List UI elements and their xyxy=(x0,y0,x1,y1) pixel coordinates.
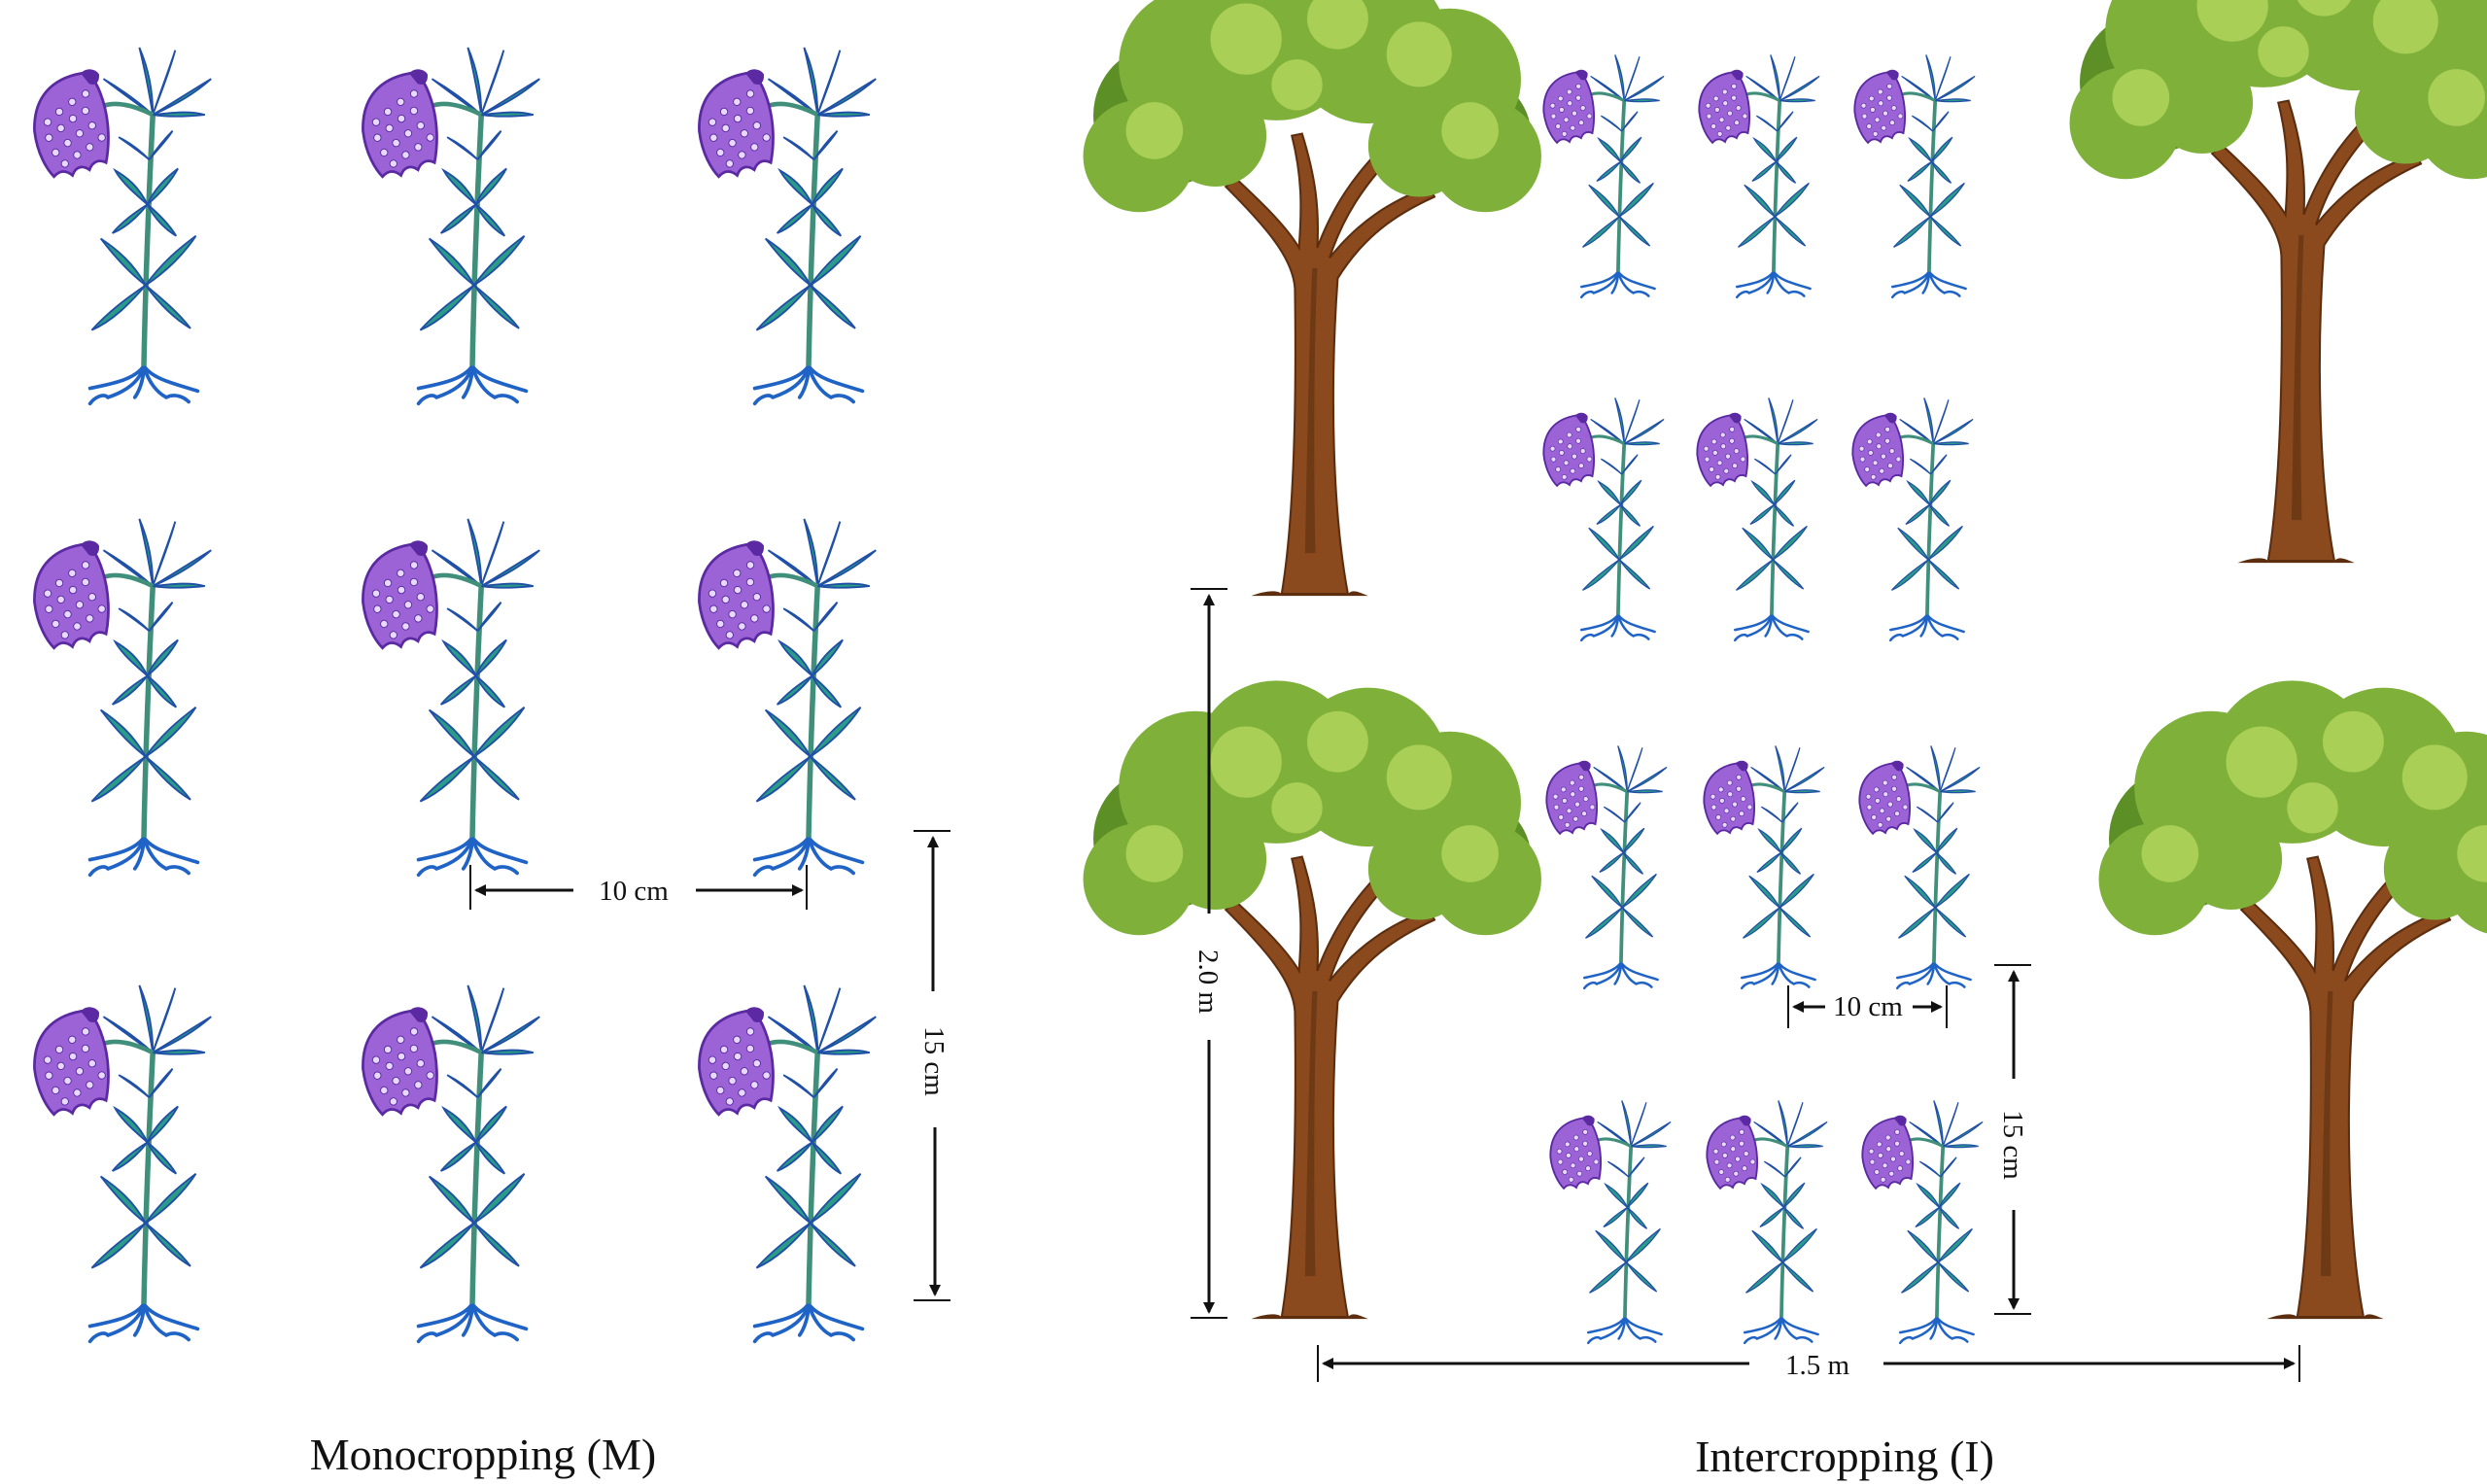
deciduous-tree-icon xyxy=(2097,679,2487,1321)
bellflower-plant-icon xyxy=(1850,1098,1985,1345)
deciduous-tree-icon xyxy=(2068,0,2487,565)
deciduous-tree-icon xyxy=(1082,0,1543,598)
bellflower-plant-icon xyxy=(1685,396,1819,642)
monocropping-panel: 10 cm 15 cm Monocropping (M) xyxy=(20,48,950,1479)
bellflower-plant-icon xyxy=(1532,396,1666,642)
intercropping-plants xyxy=(1532,52,1985,1345)
inter-plant-horizontal-dimension: 10 cm xyxy=(1787,985,1948,1028)
mono-horizontal-spacing-label: 10 cm xyxy=(599,876,669,907)
bellflower-plant-icon xyxy=(1535,743,1669,990)
mono-horizontal-dimension: 10 cm xyxy=(469,865,808,910)
bellflower-plant-icon xyxy=(1848,743,1982,990)
inter-plant-vertical-dimension: 15 cm xyxy=(1994,964,2031,1315)
bellflower-plant-icon xyxy=(1538,1098,1673,1345)
bellflower-plant-icon xyxy=(685,985,877,1341)
bellflower-plant-icon xyxy=(20,519,212,875)
bellflower-plant-icon xyxy=(1687,52,1821,299)
tree-horizontal-spacing-label: 1.5 m xyxy=(1785,1350,1850,1381)
bellflower-plant-icon xyxy=(1692,743,1826,990)
bellflower-plant-icon xyxy=(685,519,877,875)
bellflower-plant-icon xyxy=(349,985,540,1341)
monocropping-plants xyxy=(20,48,877,1341)
mono-vertical-spacing-label: 15 cm xyxy=(918,1026,950,1096)
inter-plant-horizontal-spacing-label: 10 cm xyxy=(1833,991,1903,1022)
bellflower-plant-icon xyxy=(1532,52,1666,299)
inter-plant-vertical-spacing-label: 15 cm xyxy=(1997,1110,2028,1180)
tree-vertical-spacing-label: 2.0 m xyxy=(1192,949,1224,1015)
bellflower-plant-icon xyxy=(349,48,540,403)
bellflower-plant-icon xyxy=(20,48,212,403)
bellflower-plant-icon xyxy=(349,519,540,875)
bellflower-plant-icon xyxy=(1695,1098,1829,1345)
mono-vertical-dimension: 15 cm xyxy=(914,830,950,1301)
deciduous-tree-icon xyxy=(1082,679,1543,1321)
bellflower-plant-icon xyxy=(20,985,212,1341)
intercropping-panel: 2.0 m 1.5 m 10 cm 15 cm Intercropping (I xyxy=(1082,0,2487,1481)
bellflower-plant-icon xyxy=(1843,52,1977,299)
bellflower-plant-icon xyxy=(685,48,877,403)
intercropping-caption: Intercropping (I) xyxy=(1695,1432,1994,1481)
monocropping-caption: Monocropping (M) xyxy=(310,1430,656,1479)
tree-horizontal-dimension: 1.5 m xyxy=(1317,1345,2300,1382)
bellflower-plant-icon xyxy=(1841,396,1975,642)
tree-vertical-dimension: 2.0 m xyxy=(1191,588,1227,1319)
